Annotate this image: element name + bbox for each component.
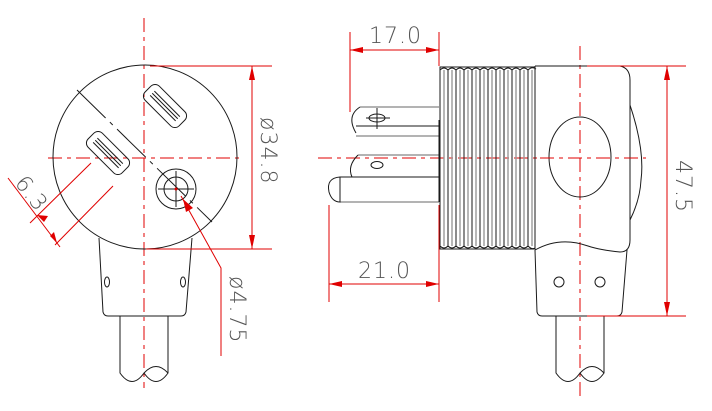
lower-blade-slot <box>85 130 131 176</box>
front-cord <box>119 316 169 382</box>
blade-spacing-dimension: 6.3 <box>7 162 114 248</box>
ground-pin-length-dimension: 21.0 <box>328 205 440 302</box>
rear-body-outline <box>534 65 631 253</box>
body-height-dimension: 47.5 <box>587 65 695 317</box>
rear-cord <box>555 316 605 382</box>
ground-pin-length-label: 21.0 <box>358 259 411 284</box>
body-height-label: 47.5 <box>670 160 695 213</box>
front-relief-hole-right <box>180 276 186 288</box>
rear-oval <box>548 116 612 198</box>
plug-face-circle <box>52 64 238 250</box>
front-view: ø34.8 6.3 ø4.75 <box>7 18 280 388</box>
ground-pin-label: ø4.75 <box>224 276 249 343</box>
diameter-dimension: ø34.8 <box>146 65 280 250</box>
blade-length-dimension: 17.0 <box>349 24 440 112</box>
rear-body-bulge <box>629 104 643 221</box>
blade-spacing-label: 6.3 <box>9 171 52 216</box>
upper-blade-slot <box>142 83 188 129</box>
rear-strain-relief <box>534 249 628 317</box>
ribbed-body <box>439 66 537 250</box>
ground-pin-dimension: ø4.75 <box>180 195 249 356</box>
upper-blade <box>351 106 439 137</box>
blade-axis-line <box>76 89 213 223</box>
blade-length-label: 17.0 <box>369 24 422 49</box>
side-ground-pin <box>328 176 439 203</box>
front-relief-hole-left <box>104 276 110 288</box>
ground-pin <box>155 168 197 210</box>
diameter-label: ø34.8 <box>255 117 280 184</box>
rear-view: 47.5 <box>534 46 695 396</box>
front-strain-relief <box>98 237 193 317</box>
rear-relief-hole-left <box>553 276 565 288</box>
lower-blade <box>350 154 439 178</box>
rear-relief-hole-right <box>594 276 606 288</box>
side-view: 17.0 21.0 <box>318 24 550 302</box>
